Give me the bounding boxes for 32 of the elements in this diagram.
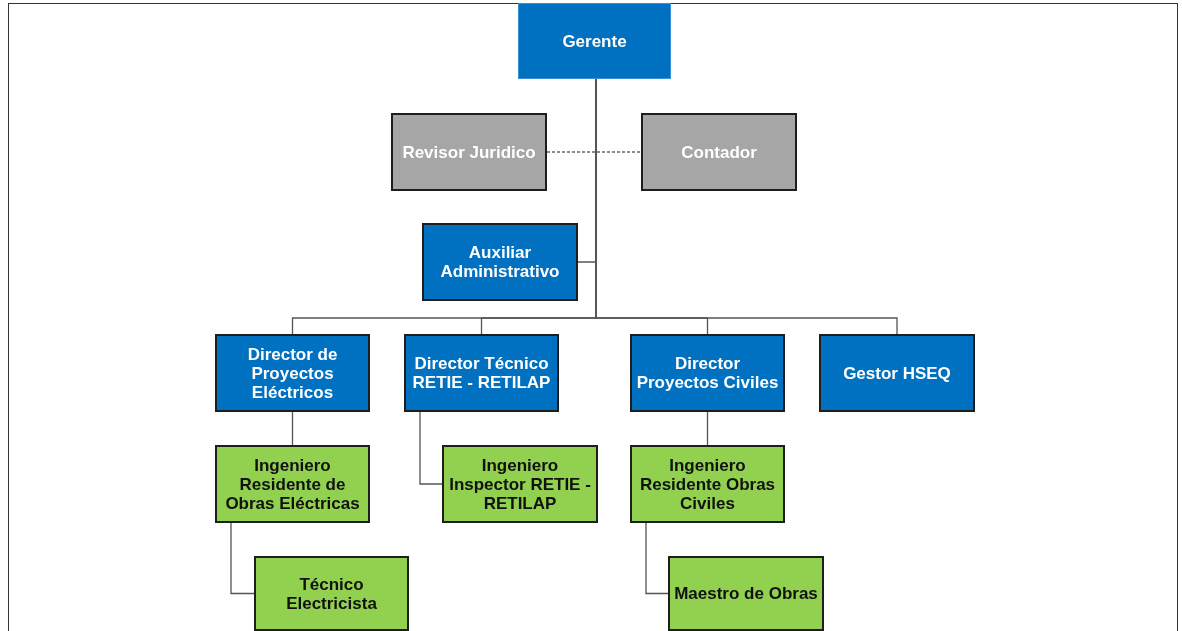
connector-line bbox=[291, 411, 294, 446]
position-title: Maestro de Obras bbox=[674, 584, 818, 603]
position-title: Ingeniero Inspector RETIE - RETILAP bbox=[448, 455, 592, 513]
org-box bbox=[630, 445, 785, 523]
connector-line bbox=[706, 411, 709, 446]
position-title: Director de Proyectos Eléctricos bbox=[246, 344, 339, 402]
org-box bbox=[391, 113, 547, 191]
position-title: Gestor HSEQ bbox=[843, 363, 951, 383]
dashed-connector bbox=[546, 151, 642, 153]
org-box bbox=[630, 334, 785, 412]
position-title: Auxiliar Administrativo bbox=[439, 243, 561, 281]
org-box bbox=[215, 334, 370, 412]
org-box bbox=[641, 113, 797, 191]
org-box bbox=[215, 445, 370, 523]
position-title: Ingeniero Residente Obras Civiles bbox=[638, 455, 777, 513]
position-title: Director Técnico RETIE - RETILAP bbox=[411, 354, 552, 392]
connector-line bbox=[645, 522, 669, 595]
position-title: Contador bbox=[681, 142, 757, 162]
position-title: Director Proyectos Civiles bbox=[635, 354, 780, 392]
org-box bbox=[442, 445, 598, 523]
position-title: Ingeniero Residente de Obras Eléctricas bbox=[224, 455, 361, 513]
connector-line bbox=[230, 522, 255, 595]
org-box bbox=[668, 556, 824, 631]
position-title: Técnico Electricista bbox=[285, 574, 378, 613]
position-title: Revisor Juridico bbox=[402, 142, 536, 162]
org-box bbox=[254, 556, 409, 631]
org-box bbox=[404, 334, 559, 412]
position-title: Gerente bbox=[562, 31, 627, 51]
org-box bbox=[422, 223, 578, 301]
org-box bbox=[518, 3, 671, 79]
connector-line bbox=[419, 411, 443, 485]
org-box bbox=[819, 334, 975, 412]
